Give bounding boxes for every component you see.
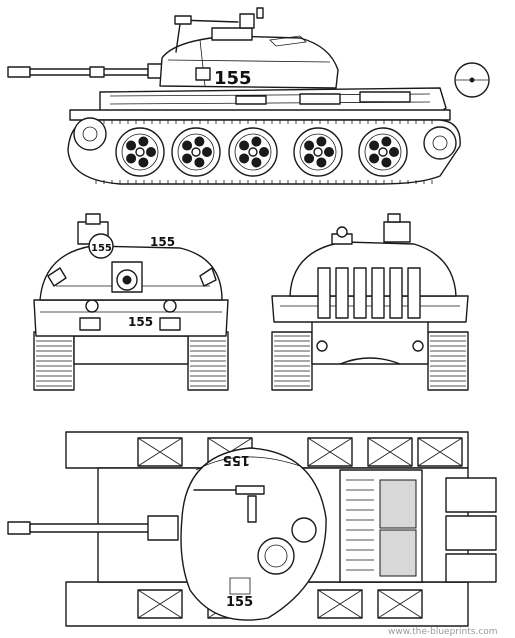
road-wheel xyxy=(293,127,343,177)
front-turret-number-left: 155 xyxy=(91,243,112,254)
top-turret-number-upside-down: 155 xyxy=(223,452,250,467)
road-wheel xyxy=(358,127,408,177)
stowage-box xyxy=(417,437,463,467)
top-view: 155 155 xyxy=(7,431,497,627)
stowage-box xyxy=(367,437,413,467)
watermark: www.the-blueprints.com xyxy=(388,627,498,637)
road-wheel xyxy=(115,127,165,177)
front-view: 155 155 155 xyxy=(33,213,229,391)
side-gun-barrel xyxy=(7,63,163,79)
front-hull-number: 155 xyxy=(128,315,153,329)
side-hull xyxy=(69,87,451,121)
rear-engine-grille xyxy=(317,267,421,319)
side-turret-number: 155 xyxy=(214,68,252,89)
side-fuel-drum xyxy=(454,62,490,98)
stowage-box xyxy=(137,589,183,619)
side-view: 155 xyxy=(7,7,490,185)
road-wheel xyxy=(171,127,221,177)
front-turret-number-right: 155 xyxy=(150,235,175,249)
stowage-box xyxy=(377,589,423,619)
top-turret-number: 155 xyxy=(226,595,253,610)
stowage-box xyxy=(137,437,183,467)
rear-view xyxy=(271,213,469,391)
side-road-wheels xyxy=(115,127,408,177)
side-turret: 155 xyxy=(159,7,339,89)
stowage-box xyxy=(307,437,353,467)
road-wheel xyxy=(228,127,278,177)
stowage-box xyxy=(317,589,363,619)
